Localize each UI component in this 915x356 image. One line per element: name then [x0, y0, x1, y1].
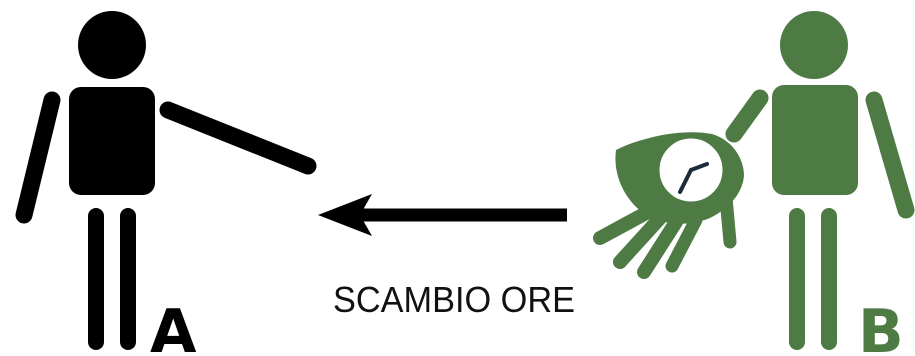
- person-a-left-arm: [15, 91, 61, 224]
- hand-finger-1: [593, 205, 655, 245]
- person-a-torso: [69, 87, 155, 195]
- hand-finger-4: [665, 213, 703, 273]
- arrow-left-icon: [318, 194, 567, 236]
- clock-hour-hand: [689, 162, 709, 172]
- clock-minute-hand: [678, 168, 693, 194]
- hand-finger-3: [637, 215, 683, 279]
- exchange-caption: SCAMBIO ORE: [333, 279, 575, 320]
- person-b-icon: [725, 11, 915, 350]
- person-a-head: [78, 11, 146, 79]
- person-b-right-arm: [865, 91, 915, 219]
- hand-finger-2: [613, 211, 667, 269]
- person-a-icon: [15, 11, 317, 350]
- person-a-label: A: [150, 297, 197, 356]
- hand-with-clock-icon: [593, 132, 744, 279]
- hand-thumb: [719, 191, 737, 249]
- person-b-head: [780, 11, 848, 79]
- person-a-right-arm: [159, 101, 317, 175]
- person-b-label: B: [858, 297, 904, 356]
- person-b-torso: [772, 85, 858, 195]
- arrow-head: [318, 194, 372, 236]
- person-b-left-arm: [725, 89, 769, 143]
